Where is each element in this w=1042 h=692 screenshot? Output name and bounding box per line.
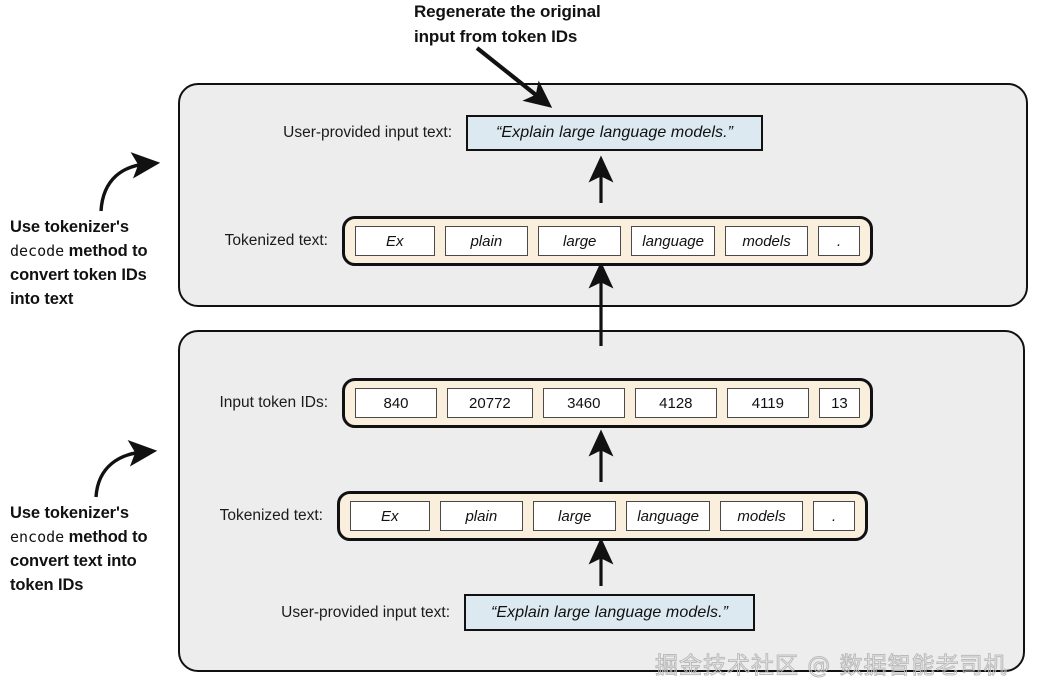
- decode-tokens-label: Tokenized text:: [224, 232, 328, 249]
- encode-tokens-row: Tokenized text: Ex plain large language …: [207, 491, 868, 541]
- token-chip: large: [538, 226, 622, 256]
- decode-tokens-row: Tokenized text: Ex plain large language …: [212, 216, 873, 266]
- annotation-encode-line4: token IDs: [10, 575, 84, 594]
- token-chip: language: [626, 501, 710, 531]
- token-id-chip: 4128: [634, 388, 717, 418]
- annotation-regenerate: Regenerate the original input from token…: [414, 0, 714, 49]
- annotation-decode: Use tokenizer's decode method to convert…: [10, 216, 190, 312]
- decode-output-text-box: “Explain large language models.”: [466, 115, 763, 151]
- token-chip: models: [724, 226, 809, 256]
- token-chip: models: [719, 501, 804, 531]
- decode-output-label: User-provided input text:: [283, 124, 452, 141]
- watermark: 掘金技术社区 @ 数据智能老司机: [655, 653, 1008, 680]
- encode-token-ids-row: Input token IDs: 840 20772 3460 4128 411…: [210, 378, 873, 428]
- annotation-decode-line4: into text: [10, 289, 74, 308]
- encode-method-name: encode: [10, 527, 65, 546]
- annotation-encode: Use tokenizer's encode method to convert…: [10, 502, 190, 598]
- token-chip: Ex: [350, 501, 430, 531]
- encode-curve-arrow: [94, 440, 158, 498]
- encode-tokens-label: Tokenized text:: [219, 507, 323, 524]
- annotation-encode-line2-tail: method to: [64, 527, 148, 546]
- token-chip: .: [813, 501, 855, 531]
- annotation-decode-line3: convert token IDs: [10, 265, 147, 284]
- encode-token-ids-capsule: 840 20772 3460 4128 4119 13: [342, 378, 873, 428]
- annotation-regenerate-line1: Regenerate the original: [414, 2, 601, 21]
- token-id-chip: 20772: [447, 388, 533, 418]
- encode-tokens-capsule: Ex plain large language models .: [337, 491, 868, 541]
- token-id-chip: 13: [818, 388, 860, 418]
- annotation-regenerate-line2: input from token IDs: [414, 26, 578, 46]
- annotation-decode-line2: decode method to: [10, 240, 190, 264]
- encode-input-text-box: “Explain large language models.”: [464, 594, 755, 631]
- encode-input-label: User-provided input text:: [281, 603, 450, 621]
- decode-tokens-capsule: Ex plain large language models .: [342, 216, 873, 266]
- token-chip: language: [631, 226, 715, 256]
- token-chip: .: [818, 226, 860, 256]
- annotation-encode-line1: Use tokenizer's: [10, 504, 129, 522]
- decode-output-row: User-provided input text: “Explain large…: [252, 115, 763, 151]
- encode-token-ids-label: Input token IDs:: [219, 394, 328, 411]
- token-id-chip: 3460: [542, 388, 625, 418]
- token-chip: plain: [444, 226, 529, 256]
- annotation-decode-line1: Use tokenizer's: [10, 218, 129, 236]
- token-chip: plain: [439, 501, 524, 531]
- token-chip: Ex: [355, 226, 435, 256]
- decode-method-name: decode: [10, 241, 65, 260]
- annotation-encode-line2: encode method to: [10, 526, 190, 550]
- annotation-encode-line3: convert text into: [10, 551, 137, 570]
- token-chip: large: [533, 501, 617, 531]
- token-id-chip: 4119: [726, 388, 809, 418]
- token-id-chip: 840: [355, 388, 438, 418]
- encode-input-row: User-provided input text: “Explain large…: [250, 594, 755, 631]
- annotation-decode-line2-tail: method to: [64, 241, 148, 260]
- decode-curve-arrow: [99, 152, 161, 212]
